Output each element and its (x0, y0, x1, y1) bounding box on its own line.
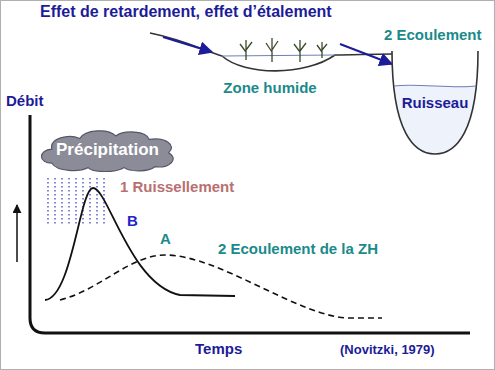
cloud-outline (41, 131, 173, 172)
citation: (Novitzki, 1979) (340, 343, 435, 358)
axis-label: Temps (195, 340, 242, 357)
curve-letter: A (160, 230, 171, 247)
flow-arrow (340, 44, 392, 64)
rain (48, 178, 104, 226)
water-surface (222, 55, 335, 56)
curve-b (45, 188, 235, 300)
curve-label: 2 Ecoulement de la ZH (218, 240, 378, 257)
curve-a (60, 255, 382, 318)
reeds (240, 38, 327, 62)
stream-channel: Ruisseau (390, 50, 480, 155)
bank-line (335, 54, 392, 55)
node-text: Ruisseau (402, 94, 469, 111)
curve-label: 1 Ruissellement (120, 178, 234, 195)
wetland-zone: Zone humide (200, 40, 340, 98)
axis-label: Débit (6, 92, 44, 109)
axes (30, 115, 470, 333)
runoff-arrow (163, 37, 212, 52)
node-text: Zone humide (223, 79, 316, 96)
stream-water (394, 86, 476, 153)
title: Effet de retardement, effet d’étalement (40, 3, 332, 21)
axis-arrow (16, 205, 18, 262)
wetland-basin (222, 55, 335, 71)
stream-bed (392, 51, 478, 154)
curve-letter: B (127, 212, 138, 229)
slope-line (150, 33, 222, 56)
node-text: Précipitation (56, 140, 159, 160)
rain-cloud: Précipitation (38, 128, 177, 172)
stream-surface (394, 85, 476, 87)
flow-label: 2 Ecoulement (384, 26, 482, 43)
